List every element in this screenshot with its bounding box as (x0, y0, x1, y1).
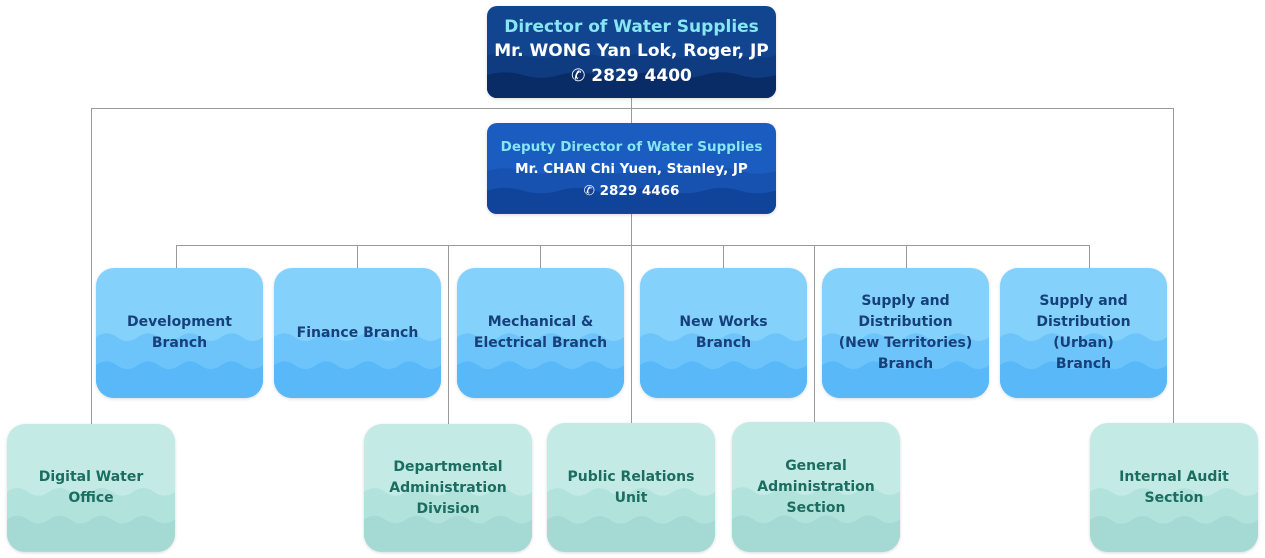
director-title: Director of Water Supplies (504, 17, 759, 37)
label-line: Distribution (858, 314, 953, 330)
label-line: Branch (877, 356, 934, 372)
wave-decoration (822, 333, 989, 398)
connector (540, 245, 541, 269)
deputy-name: Mr. CHAN Chi Yuen, Stanley, JP (515, 160, 748, 177)
label-line: Unit (614, 489, 648, 506)
label-line: Departmental (393, 458, 503, 475)
label-line: Branch (1055, 356, 1112, 372)
wave (822, 361, 989, 398)
wave-decoration (7, 488, 175, 552)
box-label: Mechanical & Electrical Branch (474, 312, 607, 354)
deputy-phone: ✆ 2829 4466 (583, 182, 680, 199)
label-line: Electrical Branch (473, 335, 608, 351)
wave-decoration (274, 333, 441, 398)
connector (176, 245, 177, 269)
wave-decoration (547, 487, 715, 552)
label-line: New Works (679, 314, 768, 330)
label-line: General (785, 457, 847, 474)
label-line: Supply and (1039, 293, 1128, 309)
label-line: Division (416, 500, 480, 517)
wave (547, 515, 715, 552)
wave-decoration (364, 488, 532, 552)
label-line: Branch (151, 335, 208, 351)
wave (487, 188, 776, 214)
wave-decoration (640, 333, 807, 398)
wave (1000, 361, 1167, 398)
wave (732, 515, 900, 552)
director-box[interactable]: Director of Water Supplies Mr. WONG Yan … (487, 6, 776, 98)
wave-decoration (1000, 333, 1167, 398)
connector (1089, 245, 1090, 269)
wave (7, 515, 175, 552)
branch-mechanical-electrical[interactable]: Mechanical & Electrical Branch (457, 268, 624, 398)
wave (1090, 515, 1258, 552)
label-line: Digital Water (38, 469, 144, 485)
label-line: Administration (389, 479, 507, 496)
wave-decoration (457, 333, 624, 398)
wave-decoration (487, 168, 776, 214)
connector (176, 245, 1090, 246)
label-line: Distribution (1036, 314, 1131, 330)
wave (96, 361, 263, 398)
connector (814, 245, 815, 423)
wave (274, 361, 441, 398)
wave-decoration (487, 52, 776, 98)
wave (364, 515, 532, 552)
label-line: Internal Audit (1119, 468, 1229, 485)
label-line: Administration (757, 478, 875, 495)
label-line: (New Territories) (838, 335, 973, 351)
connector (448, 245, 449, 425)
label-line: Development (127, 314, 232, 330)
label-line: Office (68, 490, 114, 506)
label-line: Section (786, 499, 846, 516)
connector (1173, 108, 1174, 424)
deputy-director-box[interactable]: Deputy Director of Water Supplies Mr. CH… (487, 123, 776, 214)
connector (357, 245, 358, 269)
wave-decoration (1090, 487, 1258, 552)
connector (723, 245, 724, 269)
box-label: Finance Branch (297, 323, 419, 344)
label-line: Branch (695, 335, 752, 351)
director-phone: ✆ 2829 4400 (571, 66, 692, 86)
connector (906, 245, 907, 269)
label-line: Supply and (861, 293, 950, 309)
wave (640, 361, 807, 398)
wave (457, 361, 624, 398)
connector (631, 98, 632, 424)
wave (487, 72, 776, 98)
wave-decoration (96, 333, 263, 398)
label-line: Mechanical & (487, 314, 594, 330)
label-line: Finance Branch (296, 324, 419, 341)
director-name: Mr. WONG Yan Lok, Roger, JP (494, 41, 769, 61)
connector (91, 108, 1174, 109)
label-line: Public Relations (567, 468, 695, 485)
branch-finance[interactable]: Finance Branch (274, 268, 441, 398)
deputy-title: Deputy Director of Water Supplies (500, 138, 763, 155)
wave-decoration (732, 487, 900, 552)
label-line: Section (1144, 489, 1204, 506)
connector (91, 108, 92, 426)
label-line: (Urban) (1053, 335, 1114, 351)
